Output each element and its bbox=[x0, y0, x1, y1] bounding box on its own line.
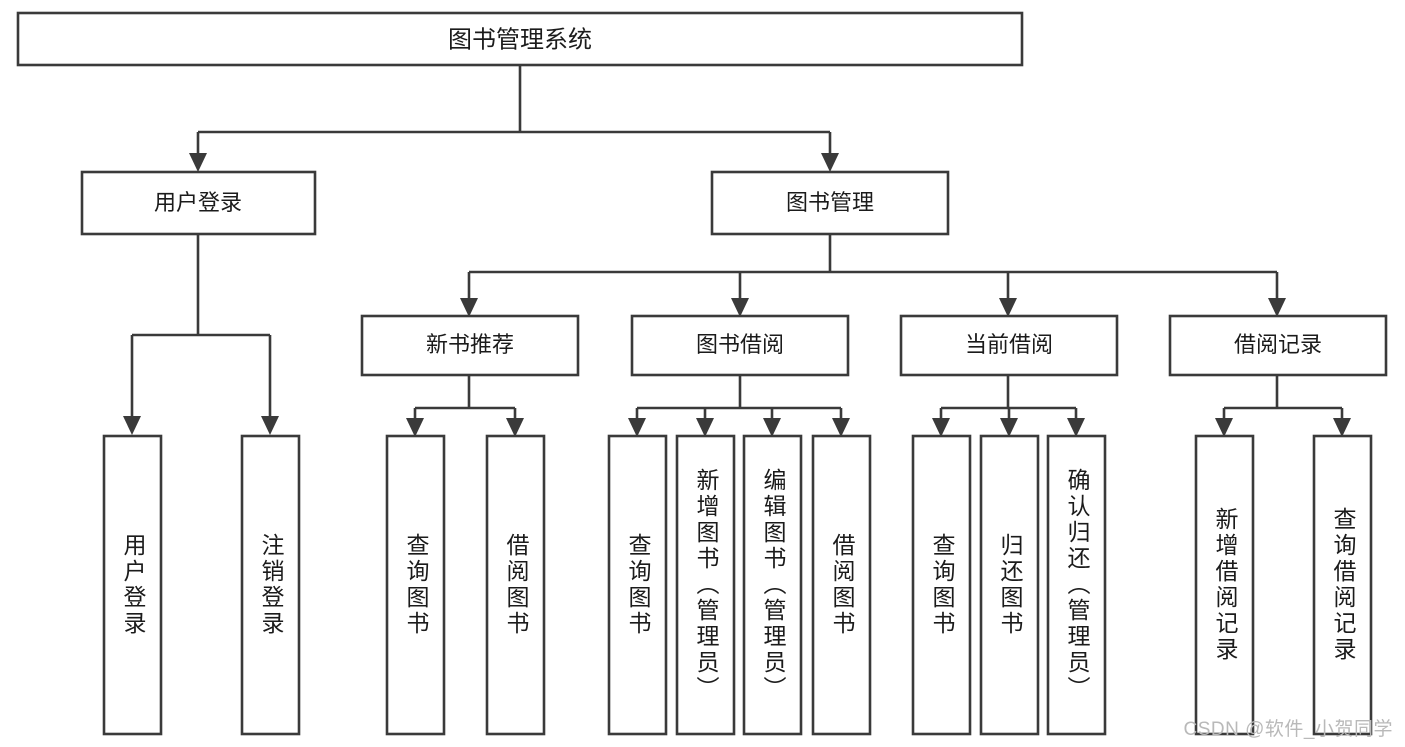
arrowhead-user-login-leaf0 bbox=[123, 416, 141, 435]
arrowhead-bookborrow-leaf2 bbox=[763, 418, 781, 437]
node-current-borrow[interactable]: 当前借阅 bbox=[899, 314, 1119, 377]
leaf-box-book-borrow-2[interactable] bbox=[742, 434, 803, 736]
node-root-box[interactable] bbox=[16, 11, 1024, 67]
node-new-book-recommend-label: 新书推荐 bbox=[426, 332, 514, 357]
leaf-box-book-borrow-3[interactable] bbox=[811, 434, 872, 736]
arrowhead-borrow-record bbox=[1268, 298, 1286, 317]
arrowhead-bookborrow-leaf3 bbox=[832, 418, 850, 437]
node-root[interactable]: 图书管理系统 bbox=[16, 11, 1024, 67]
arrowhead-book-borrow bbox=[731, 298, 749, 317]
node-current-borrow-box[interactable] bbox=[899, 314, 1119, 377]
arrowhead-current-borrow bbox=[999, 298, 1017, 317]
leaf-box-borrow-record-1[interactable] bbox=[1312, 434, 1373, 736]
node-book-manage-label: 图书管理 bbox=[786, 190, 874, 215]
node-user-login-box[interactable] bbox=[80, 170, 317, 236]
arrowhead-newbook-leaf0 bbox=[406, 418, 424, 437]
arrowhead-bookborrow-leaf0 bbox=[628, 418, 646, 437]
node-book-borrow-box[interactable] bbox=[630, 314, 850, 377]
node-borrow-record-box[interactable] bbox=[1168, 314, 1388, 377]
connector-layer bbox=[123, 65, 1351, 437]
leaf-box-current-borrow-0[interactable] bbox=[911, 434, 972, 736]
arrowhead-bookborrow-leaf1 bbox=[696, 418, 714, 437]
node-user-login[interactable]: 用户登录 bbox=[80, 170, 317, 236]
node-book-manage-box[interactable] bbox=[710, 170, 950, 236]
arrowhead-currentborrow-leaf1 bbox=[1000, 418, 1018, 437]
leaf-box-borrow-record-0[interactable] bbox=[1194, 434, 1255, 736]
leaf-box-current-borrow-1[interactable] bbox=[979, 434, 1040, 736]
arrowhead-borrowrecord-leaf0 bbox=[1215, 418, 1233, 437]
node-current-borrow-label: 当前借阅 bbox=[965, 332, 1053, 357]
node-book-borrow-label: 图书借阅 bbox=[696, 332, 784, 357]
arrowhead-user-login bbox=[189, 153, 207, 172]
leaf-box-user-login-0[interactable] bbox=[102, 434, 163, 736]
node-book-borrow[interactable]: 图书借阅 bbox=[630, 314, 850, 377]
node-new-book-recommend-box[interactable] bbox=[360, 314, 580, 377]
node-user-login-label: 用户登录 bbox=[154, 190, 242, 215]
node-book-manage[interactable]: 图书管理 bbox=[710, 170, 950, 236]
leaf-box-book-borrow-0[interactable] bbox=[607, 434, 668, 736]
arrowhead-book-manage bbox=[821, 153, 839, 172]
node-root-label: 图书管理系统 bbox=[448, 26, 592, 53]
arrowhead-borrowrecord-leaf1 bbox=[1333, 418, 1351, 437]
leaf-box-layer bbox=[102, 434, 1373, 736]
arrowhead-currentborrow-leaf2 bbox=[1067, 418, 1085, 437]
leaf-box-user-login-1[interactable] bbox=[240, 434, 301, 736]
arrowhead-newbook-leaf1 bbox=[506, 418, 524, 437]
node-borrow-record[interactable]: 借阅记录 bbox=[1168, 314, 1388, 377]
leaf-box-new-book-0[interactable] bbox=[385, 434, 446, 736]
node-borrow-record-label: 借阅记录 bbox=[1234, 332, 1322, 357]
leaf-box-book-borrow-1[interactable] bbox=[675, 434, 736, 736]
arrowhead-currentborrow-leaf0 bbox=[932, 418, 950, 437]
node-new-book-recommend[interactable]: 新书推荐 bbox=[360, 314, 580, 377]
leaf-box-new-book-1[interactable] bbox=[485, 434, 546, 736]
arrowhead-user-login-leaf1 bbox=[261, 416, 279, 435]
leaf-box-current-borrow-2[interactable] bbox=[1046, 434, 1107, 736]
arrowhead-new-book bbox=[460, 298, 478, 317]
